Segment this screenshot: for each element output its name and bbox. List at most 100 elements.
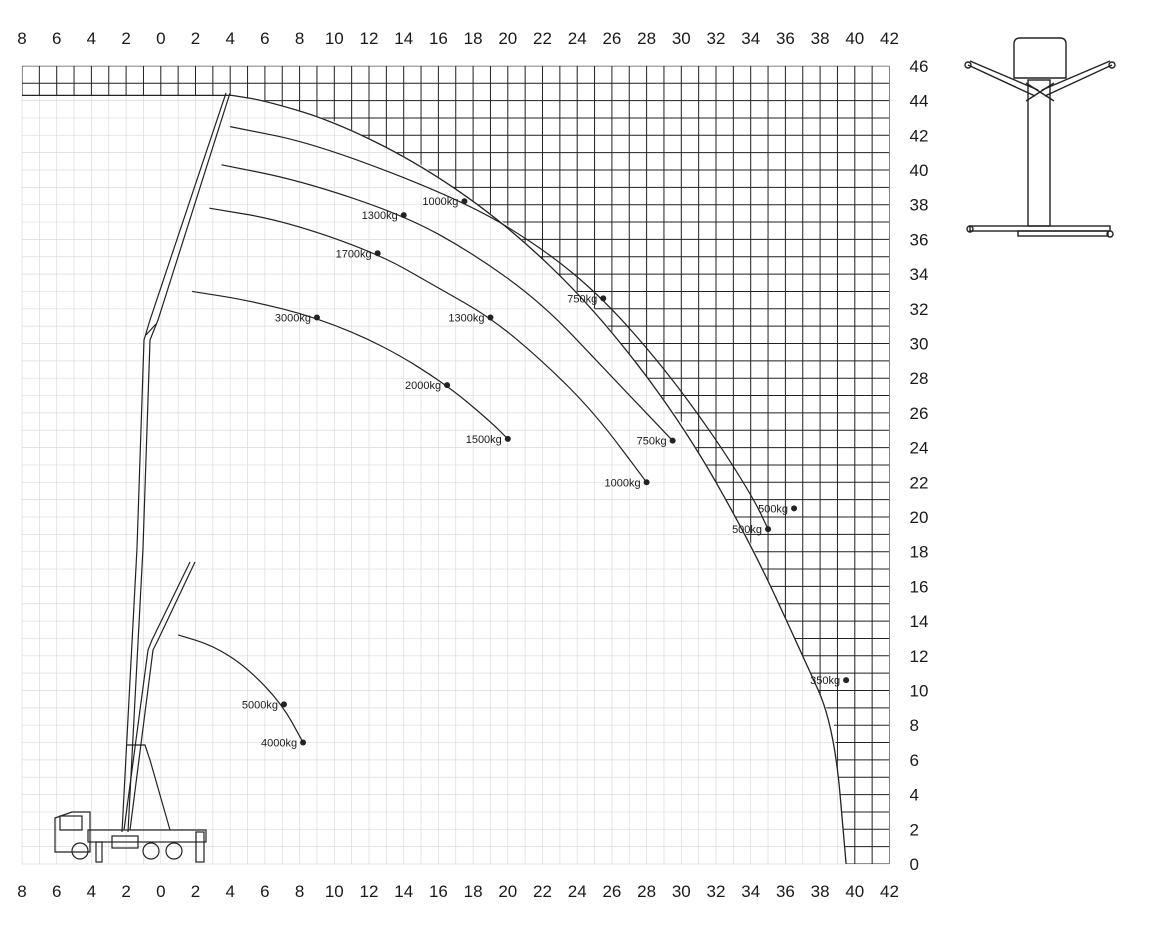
x-tick-label: 28 xyxy=(637,29,656,48)
top-view-illustration xyxy=(964,37,1116,238)
x-tick-label: 42 xyxy=(880,882,899,901)
load-point xyxy=(765,526,772,533)
boom-support xyxy=(126,744,171,831)
top-view-cross-2 xyxy=(1025,82,1055,102)
y-tick-label: 30 xyxy=(910,335,929,354)
x-tick-label: 2 xyxy=(191,882,200,901)
x-tick-label: 4 xyxy=(87,882,96,901)
x-tick-label: 12 xyxy=(360,29,379,48)
x-tick-label: 40 xyxy=(845,882,864,901)
main-boom xyxy=(127,92,231,833)
truck-illustration xyxy=(54,811,207,863)
top-view-pad-sw xyxy=(966,225,974,233)
x-tick-label: 18 xyxy=(464,882,483,901)
top-view-pad-ne xyxy=(1108,61,1116,69)
y-tick-label: 40 xyxy=(910,161,929,180)
load-point xyxy=(843,677,850,684)
load-label: 350kg xyxy=(810,675,840,687)
load-point xyxy=(300,739,307,746)
y-tick-label: 12 xyxy=(910,647,929,666)
front-wheel xyxy=(71,842,89,860)
x-tick-label: 20 xyxy=(498,882,517,901)
load-label: 1300kg xyxy=(362,210,398,222)
outrigger-rear xyxy=(195,831,205,863)
x-tick-label: 22 xyxy=(533,882,552,901)
load-label: 1300kg xyxy=(448,312,484,324)
load-point xyxy=(374,250,381,257)
x-tick-label: 4 xyxy=(225,29,234,48)
main-boom-edge xyxy=(121,92,227,833)
load-point xyxy=(444,382,451,389)
y-tick-label: 0 xyxy=(910,855,919,874)
x-tick-label: 24 xyxy=(568,29,587,48)
load-label: 4000kg xyxy=(261,738,297,750)
x-tick-label: 8 xyxy=(295,882,304,901)
load-curves xyxy=(177,126,769,743)
load-point xyxy=(504,435,511,442)
rear-wheel-1 xyxy=(142,842,160,860)
x-tick-label: 8 xyxy=(17,29,26,48)
top-view-arm-right-edge xyxy=(1041,60,1111,91)
y-tick-label: 14 xyxy=(910,612,929,631)
x-tick-label: 4 xyxy=(87,29,96,48)
x-tick-label: 36 xyxy=(776,29,795,48)
x-tick-label: 6 xyxy=(52,29,61,48)
x-tick-label: 10 xyxy=(325,29,344,48)
x-tick-label: 4 xyxy=(225,882,234,901)
load-label: 500kg xyxy=(758,503,788,515)
x-tick-label: 26 xyxy=(602,882,621,901)
load-label: 1000kg xyxy=(422,196,458,208)
load-point xyxy=(600,295,607,302)
load-label: 5000kg xyxy=(242,699,278,711)
x-tick-label: 42 xyxy=(880,29,899,48)
load-curve xyxy=(209,207,648,483)
load-label: 2000kg xyxy=(405,380,441,392)
y-tick-label: 20 xyxy=(910,508,929,527)
truck-body xyxy=(111,835,139,849)
x-tick-label: 30 xyxy=(672,882,691,901)
load-point xyxy=(791,505,798,512)
load-label: 1000kg xyxy=(605,477,641,489)
working-envelope xyxy=(22,94,847,865)
x-tick-label: 14 xyxy=(394,29,413,48)
x-tick-label: 14 xyxy=(394,882,413,901)
top-view-arm-left-edge xyxy=(969,60,1039,91)
load-point xyxy=(461,198,468,205)
envelope-line xyxy=(231,94,847,865)
x-tick-label: 2 xyxy=(191,29,200,48)
load-curve xyxy=(230,126,769,530)
load-label: 500kg xyxy=(732,524,762,536)
y-tick-label: 22 xyxy=(910,473,929,492)
load-label: 1700kg xyxy=(336,248,372,260)
boom-joint xyxy=(145,323,157,336)
y-tick-label: 38 xyxy=(910,196,929,215)
load-point xyxy=(643,479,650,486)
top-view-pad-se xyxy=(1106,230,1114,238)
load-point xyxy=(487,314,494,321)
x-tick-label: 8 xyxy=(17,882,26,901)
top-view-column xyxy=(1027,79,1051,227)
load-label: 1500kg xyxy=(466,434,502,446)
load-label: 3000kg xyxy=(275,312,311,324)
load-curve xyxy=(221,164,674,442)
x-tick-label: 0 xyxy=(156,29,165,48)
load-curve xyxy=(191,290,509,440)
x-tick-label: 16 xyxy=(429,29,448,48)
load-point xyxy=(669,437,676,444)
x-tick-label: 40 xyxy=(845,29,864,48)
y-axis-right: 0246810121416182022242628303234363840424… xyxy=(910,57,929,874)
x-tick-label: 6 xyxy=(52,882,61,901)
load-point xyxy=(280,701,287,708)
y-tick-label: 42 xyxy=(910,126,929,145)
top-view-base-2 xyxy=(1017,230,1109,237)
y-tick-label: 18 xyxy=(910,543,929,562)
x-tick-label: 6 xyxy=(260,882,269,901)
top-view-cab xyxy=(1013,37,1067,79)
folded-boom-edge xyxy=(123,561,191,831)
x-tick-label: 34 xyxy=(741,882,760,901)
x-tick-label: 6 xyxy=(260,29,269,48)
y-tick-label: 26 xyxy=(910,404,929,423)
